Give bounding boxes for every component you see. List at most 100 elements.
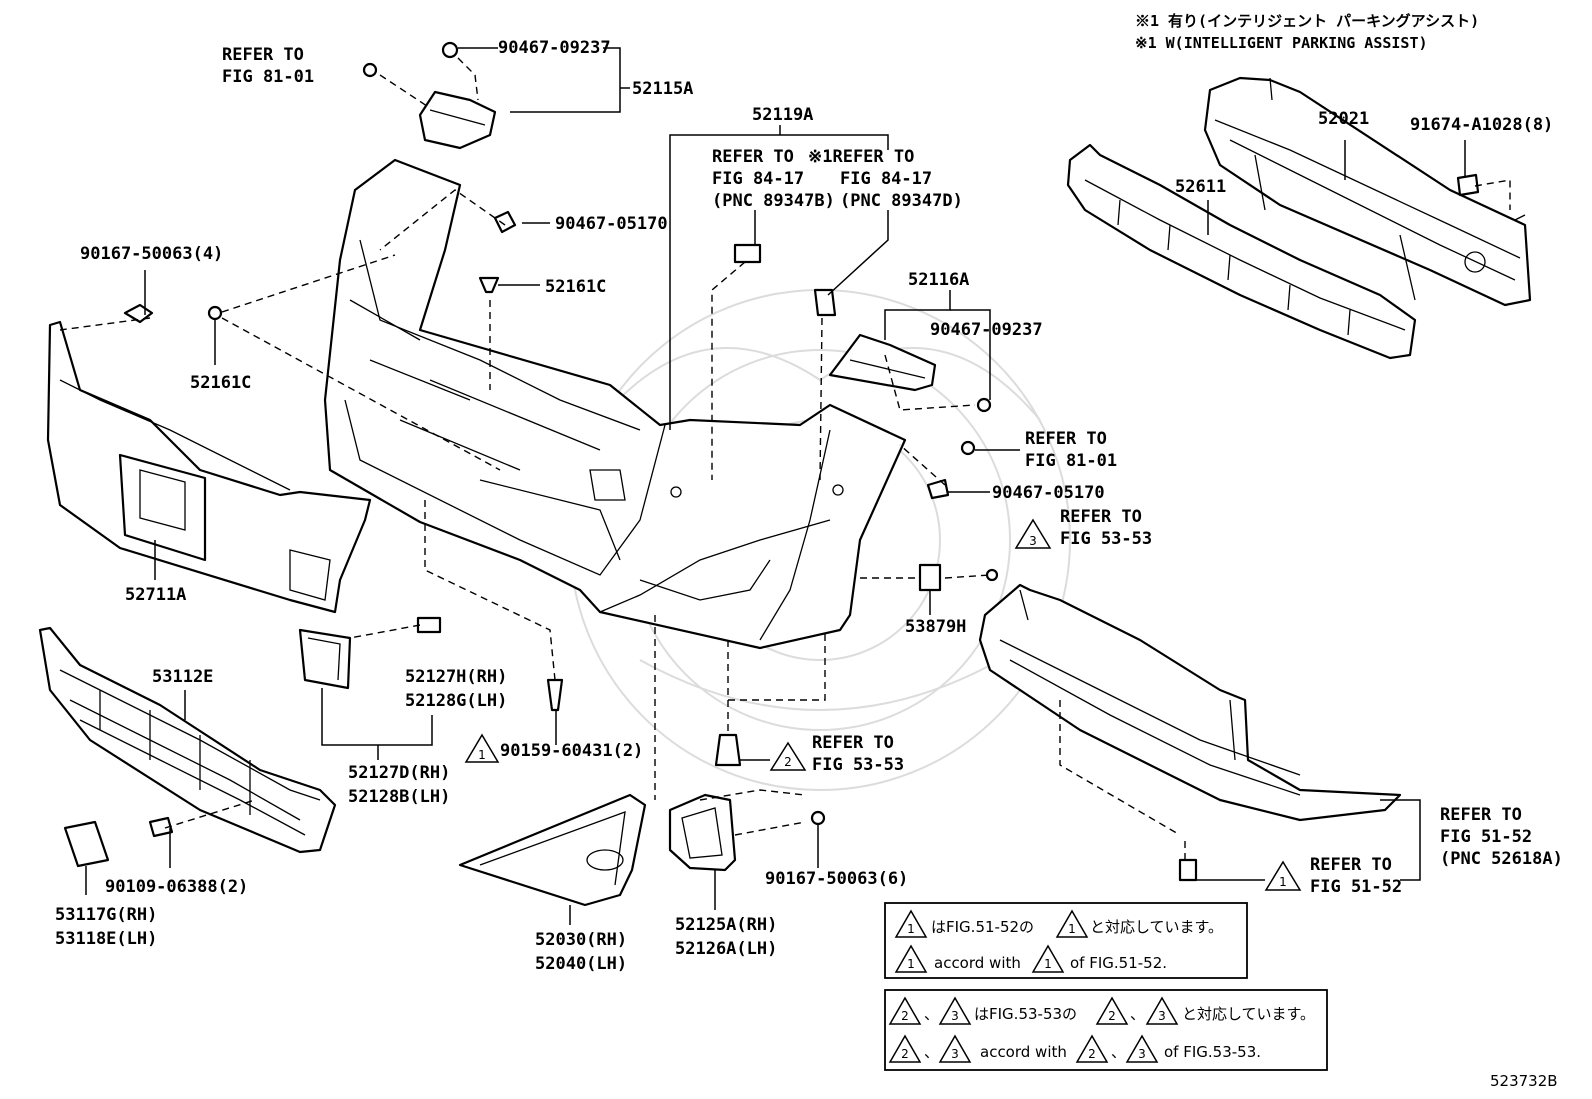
- legend-2-jp-mid: はFIG.53-53の: [974, 1005, 1077, 1023]
- callout-52116A: 52116A: [908, 270, 969, 290]
- callout-52128B-lh: 52128B(LH): [348, 787, 450, 807]
- callout-52161C-mid: 52161C: [545, 277, 606, 297]
- callout-90467-05170-top: 90467-05170: [555, 214, 668, 234]
- svg-text:3: 3: [951, 1047, 959, 1061]
- svg-text:、: 、: [1130, 1005, 1145, 1023]
- callout-52128G-lh: 52128G(LH): [405, 691, 507, 711]
- fastener-drawings: [63, 41, 1480, 882]
- callout-refer-84-17-right-3: (PNC 89347D): [840, 191, 963, 211]
- bumper-reinforcement-drawing: [1203, 76, 1532, 307]
- legend-1-jp-mid: はFIG.51-52の: [931, 918, 1034, 936]
- svg-text:、: 、: [924, 1005, 939, 1023]
- svg-text:3: 3: [951, 1009, 959, 1023]
- energy-absorber-drawing: [1066, 143, 1417, 360]
- callout-refer-51-52-tri1-2: FIG 51-52: [1310, 877, 1402, 897]
- svg-text:2: 2: [1108, 1009, 1116, 1023]
- callout-refer-51-52-tri1-1: REFER TO: [1310, 855, 1392, 875]
- callout-52126A-lh: 52126A(LH): [675, 939, 777, 959]
- callout-52711A: 52711A: [125, 585, 186, 605]
- leader-lines: [85, 47, 1466, 925]
- note-line-en: ※1 W(INTELLIGENT PARKING ASSIST): [1135, 34, 1428, 52]
- callout-refer-51-52-right-1: REFER TO: [1440, 805, 1522, 825]
- legend-1-en-mid: accord with: [934, 954, 1021, 972]
- assembly-dashed-lines: [59, 57, 1511, 860]
- callout-refer-81-01-right-2: FIG 81-01: [1025, 451, 1117, 471]
- triangle-1-mark-51-52: 1: [1264, 860, 1302, 891]
- callout-refer-53-53-tri3-1: REFER TO: [1060, 507, 1142, 527]
- callout-52611: 52611: [1175, 177, 1226, 197]
- callout-90467-05170-right: 90467-05170: [992, 483, 1105, 503]
- callout-refer-81-01-top-1: REFER TO: [222, 45, 304, 65]
- legend-2-jp-end: と対応しています。: [1182, 1005, 1315, 1023]
- svg-text:1: 1: [907, 957, 915, 971]
- svg-text:1: 1: [1044, 957, 1052, 971]
- fog-bracket-drawing: [668, 793, 737, 872]
- svg-text:2: 2: [901, 1009, 909, 1023]
- triangle-1-mark-90159: 1: [464, 733, 500, 763]
- callout-91674-A1028-8: 91674-A1028(8): [1410, 115, 1553, 135]
- svg-text:1: 1: [1068, 922, 1076, 936]
- callout-90467-09237-right: 90467-09237: [930, 320, 1043, 340]
- side-bezel-drawing: [298, 628, 352, 690]
- callout-refer-53-53-tri2-2: FIG 53-53: [812, 755, 904, 775]
- callout-refer-84-17-right-2: FIG 84-17: [840, 169, 932, 189]
- callout-52125A-rh: 52125A(RH): [675, 915, 777, 935]
- callout-52115A: 52115A: [632, 79, 693, 99]
- callout-refer-84-17-right-1: ※1REFER TO: [808, 147, 914, 167]
- lower-grille-drawing: [38, 626, 337, 854]
- triangle-3-mark: 3: [1014, 518, 1052, 549]
- callout-90167-50063-4: 90167-50063(4): [80, 244, 223, 264]
- legend-1-en-end: of FIG.51-52.: [1070, 954, 1167, 972]
- legend-box-1: 1 はFIG.51-52の 1 と対応しています。 1 accord with …: [884, 902, 1248, 979]
- grille-frame-drawing: [46, 320, 372, 614]
- callout-53879H: 53879H: [905, 617, 966, 637]
- callout-refer-84-17-left-2: FIG 84-17: [712, 169, 804, 189]
- svg-text:、: 、: [924, 1043, 939, 1061]
- callout-52021: 52021: [1318, 109, 1369, 129]
- svg-text:1: 1: [478, 748, 486, 762]
- callout-refer-51-52-right-2: FIG 51-52: [1440, 827, 1532, 847]
- callout-53118E-lh: 53118E(LH): [55, 929, 157, 949]
- callout-90467-09237-top: 90467-09237: [498, 38, 611, 58]
- triangle-2-mark: 2: [769, 741, 807, 771]
- svg-text:2: 2: [784, 755, 792, 769]
- callout-refer-84-17-left-1: REFER TO: [712, 147, 794, 167]
- legend-1-jp-end: と対応しています。: [1090, 918, 1223, 936]
- legend-2-en-end: of FIG.53-53.: [1164, 1043, 1261, 1061]
- callout-refer-81-01-right-1: REFER TO: [1025, 429, 1107, 449]
- callout-refer-51-52-right-3: (PNC 52618A): [1440, 849, 1563, 869]
- legend-2-en-mid: accord with: [980, 1043, 1067, 1061]
- svg-text:、: 、: [1111, 1043, 1126, 1061]
- svg-text:3: 3: [1029, 534, 1037, 548]
- svg-text:3: 3: [1138, 1047, 1146, 1061]
- callout-52161C-left: 52161C: [190, 373, 251, 393]
- note-line-jp: ※1 有り(インテリジェント パーキングアシスト): [1135, 12, 1479, 30]
- callout-53117G-rh: 53117G(RH): [55, 905, 157, 925]
- callout-refer-81-01-top-2: FIG 81-01: [222, 67, 314, 87]
- callout-refer-53-53-tri2-1: REFER TO: [812, 733, 894, 753]
- callout-90159-60431-2: 90159-60431(2): [500, 741, 643, 761]
- fog-cover-drawing: [458, 793, 647, 907]
- callout-90109-06388-2: 90109-06388(2): [105, 877, 248, 897]
- callout-90167-50063-6: 90167-50063(6): [765, 869, 908, 889]
- callout-52040-lh: 52040(LH): [535, 954, 627, 974]
- callout-refer-53-53-tri3-2: FIG 53-53: [1060, 529, 1152, 549]
- side-retainer-right-drawing: [828, 333, 937, 392]
- side-retainer-left-drawing: [418, 90, 497, 150]
- callout-refer-84-17-left-3: (PNC 89347B): [712, 191, 835, 211]
- svg-text:1: 1: [907, 922, 915, 936]
- callout-52127H-rh: 52127H(RH): [405, 667, 507, 687]
- callout-52030-rh: 52030(RH): [535, 930, 627, 950]
- lower-absorber-drawing: [978, 583, 1402, 822]
- svg-text:2: 2: [901, 1047, 909, 1061]
- svg-text:3: 3: [1158, 1009, 1166, 1023]
- callout-52127D-rh: 52127D(RH): [348, 763, 450, 783]
- svg-text:1: 1: [1279, 875, 1287, 889]
- figure-id: 523732B: [1490, 1072, 1558, 1090]
- callout-53112E: 53112E: [152, 667, 213, 687]
- legend-box-2: 2 、 3 はFIG.53-53の 2 、 3 と対応しています。 2 、 3 …: [884, 989, 1328, 1071]
- svg-text:2: 2: [1088, 1047, 1096, 1061]
- callout-52119A: 52119A: [752, 105, 813, 125]
